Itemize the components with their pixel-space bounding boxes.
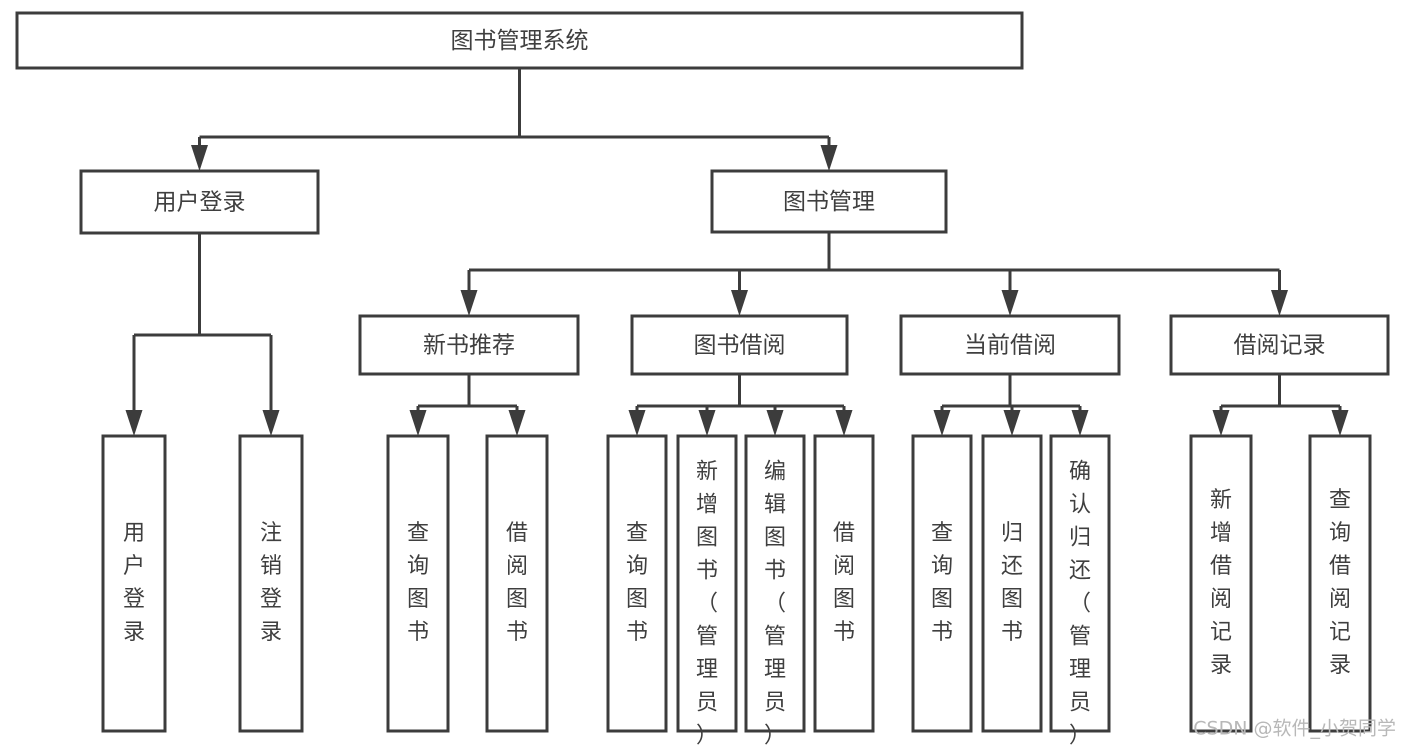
nodes-layer: 图书管理系统用户登录图书管理新书推荐图书借阅当前借阅借阅记录用户登录注销登录查询… [15, 11, 1390, 747]
node-label-user-login: 用户登录 [154, 190, 246, 216]
arrow-head-icon [1212, 410, 1230, 436]
node-label-leaf-confirm-return: 确认归还（管理员） [1069, 460, 1091, 747]
node-box-leaf-logout[interactable] [238, 434, 304, 733]
arrow-head-icon [125, 410, 143, 436]
arrow-head-icon [1271, 290, 1288, 316]
node-box-leaf-query-book-2[interactable] [606, 434, 668, 733]
node-leaf-borrow-book-2[interactable]: 借阅图书 [813, 434, 875, 733]
node-box-new-book-recommend[interactable] [358, 314, 580, 376]
node-box-leaf-edit-book[interactable] [744, 434, 806, 733]
node-box-user-login[interactable] [79, 169, 320, 235]
arrow-head-icon [1071, 410, 1089, 436]
arrow-head-icon [731, 290, 748, 316]
arrow-head-icon [766, 410, 784, 436]
connector-group-book-borrow [628, 374, 853, 436]
node-leaf-borrow-book-1[interactable]: 借阅图书 [485, 434, 549, 733]
node-label-leaf-query-book-2: 查询图书 [626, 521, 648, 645]
node-box-leaf-borrow-book-1[interactable] [485, 434, 549, 733]
connector-group-root [191, 68, 838, 171]
arrow-head-icon [933, 410, 951, 436]
arrow-head-icon [1331, 410, 1349, 436]
node-label-current-borrow: 当前借阅 [964, 333, 1056, 359]
connector-group-user-login [125, 233, 280, 436]
node-box-leaf-add-record[interactable] [1189, 434, 1253, 733]
node-leaf-query-record[interactable]: 查询借阅记录 [1308, 434, 1372, 733]
arrow-head-icon [191, 145, 208, 171]
node-label-leaf-borrow-book-2: 借阅图书 [833, 521, 855, 645]
node-box-leaf-confirm-return[interactable] [1049, 434, 1111, 733]
arrow-head-icon [698, 410, 716, 436]
node-label-book-borrow: 图书借阅 [694, 333, 786, 359]
node-book-manage[interactable]: 图书管理 [710, 169, 948, 234]
node-user-login[interactable]: 用户登录 [79, 169, 320, 235]
node-label-leaf-logout: 注销登录 [260, 521, 282, 645]
node-leaf-query-book-2[interactable]: 查询图书 [606, 434, 668, 733]
node-box-leaf-query-record[interactable] [1308, 434, 1372, 733]
connector-group-current-borrow [933, 374, 1089, 436]
node-label-new-book-recommend: 新书推荐 [423, 333, 515, 359]
node-label-leaf-user-login: 用户登录 [123, 521, 145, 645]
node-box-book-borrow[interactable] [630, 314, 849, 376]
node-label-book-manage: 图书管理 [783, 189, 875, 215]
node-book-borrow[interactable]: 图书借阅 [630, 314, 849, 376]
arrow-head-icon [460, 290, 478, 316]
arrow-head-icon [262, 410, 280, 436]
node-box-book-manage[interactable] [710, 169, 948, 234]
arrow-head-icon [820, 145, 838, 171]
node-leaf-add-record[interactable]: 新增借阅记录 [1189, 434, 1253, 733]
node-label-leaf-return-book: 归还图书 [1001, 521, 1023, 645]
arrow-head-icon [409, 410, 427, 436]
node-box-root[interactable] [15, 11, 1024, 70]
arrow-head-icon [1003, 410, 1021, 436]
node-label-leaf-borrow-book-1: 借阅图书 [506, 521, 528, 645]
node-box-leaf-query-book-3[interactable] [911, 434, 973, 733]
node-box-leaf-query-book-1[interactable] [386, 434, 450, 733]
node-label-leaf-query-book-1: 查询图书 [407, 521, 429, 645]
node-leaf-user-login[interactable]: 用户登录 [101, 434, 167, 733]
node-leaf-query-book-3[interactable]: 查询图书 [911, 434, 973, 733]
node-label-leaf-add-record: 新增借阅记录 [1210, 488, 1232, 678]
node-label-root: 图书管理系统 [451, 28, 589, 54]
node-borrow-record[interactable]: 借阅记录 [1169, 314, 1390, 376]
arrow-head-icon [508, 410, 526, 436]
node-root[interactable]: 图书管理系统 [15, 11, 1024, 70]
node-leaf-query-book-1[interactable]: 查询图书 [386, 434, 450, 733]
node-leaf-confirm-return[interactable]: 确认归还（管理员） [1049, 434, 1111, 747]
node-label-borrow-record: 借阅记录 [1234, 333, 1326, 359]
node-leaf-edit-book[interactable]: 编辑图书（管理员） [744, 434, 806, 747]
arrow-head-icon [1001, 290, 1019, 316]
node-leaf-return-book[interactable]: 归还图书 [981, 434, 1043, 733]
node-box-leaf-user-login[interactable] [101, 434, 167, 733]
connector-group-new-book-recommend [409, 374, 526, 436]
connector-group-borrow-record [1212, 374, 1349, 436]
node-box-leaf-return-book[interactable] [981, 434, 1043, 733]
node-label-leaf-query-record: 查询借阅记录 [1329, 488, 1351, 678]
csdn-watermark: CSDN @软件_小贺同学 [1193, 718, 1396, 740]
connectors-layer [125, 68, 1349, 436]
node-leaf-logout[interactable]: 注销登录 [238, 434, 304, 733]
arrow-head-icon [835, 410, 853, 436]
node-leaf-add-book[interactable]: 新增图书（管理员） [676, 434, 738, 747]
node-box-leaf-borrow-book-2[interactable] [813, 434, 875, 733]
node-box-leaf-add-book[interactable] [676, 434, 738, 733]
node-label-leaf-add-book: 新增图书（管理员） [696, 460, 718, 747]
node-box-current-borrow[interactable] [899, 314, 1121, 376]
node-label-leaf-edit-book: 编辑图书（管理员） [764, 460, 786, 747]
node-current-borrow[interactable]: 当前借阅 [899, 314, 1121, 376]
node-box-borrow-record[interactable] [1169, 314, 1390, 376]
connector-group-book-manage [460, 232, 1288, 316]
node-label-leaf-query-book-3: 查询图书 [931, 521, 953, 645]
node-new-book-recommend[interactable]: 新书推荐 [358, 314, 580, 376]
arrow-head-icon [628, 410, 646, 436]
